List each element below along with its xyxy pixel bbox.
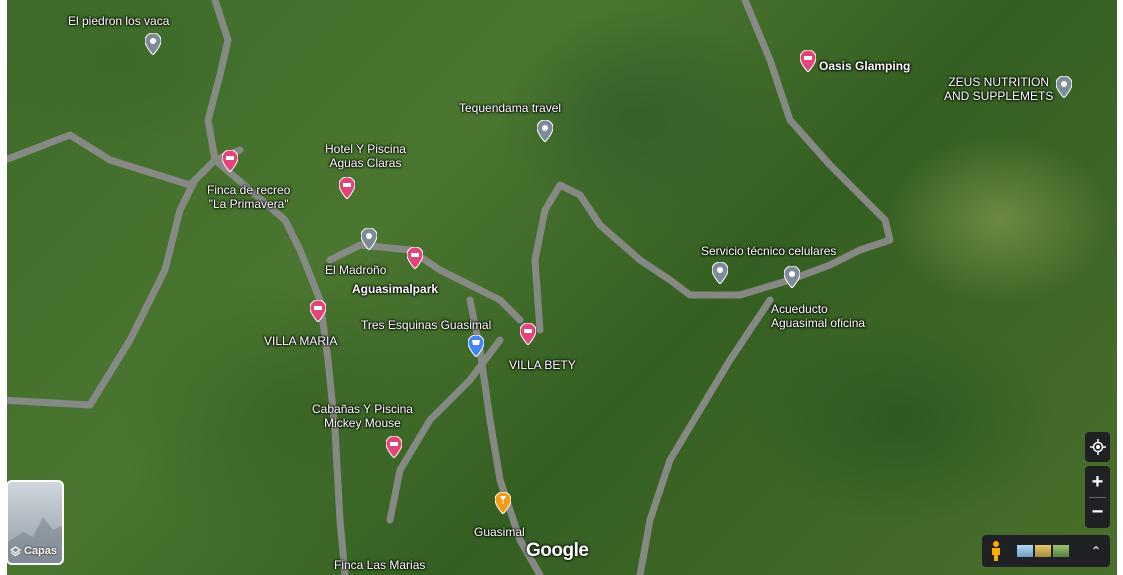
zoom-in-button[interactable]: + xyxy=(1091,470,1104,493)
my-location-icon xyxy=(1089,439,1106,455)
bed-icon xyxy=(804,56,812,60)
label-cabanas-line1: Cabañas Y Piscina xyxy=(312,402,413,416)
road-loop xyxy=(531,0,894,334)
road-acueducto-south xyxy=(636,296,774,575)
road-west xyxy=(0,131,244,189)
label-acueducto[interactable]: Acueducto Aguasimal oficina xyxy=(771,302,865,330)
hotel-pin[interactable] xyxy=(310,300,326,322)
label-finca-marias[interactable]: Finca Las Marias xyxy=(334,558,426,572)
road-cabanas xyxy=(386,336,504,524)
label-acueducto-line2: Aguasimal oficina xyxy=(771,316,866,330)
hotel-pin[interactable] xyxy=(407,247,423,269)
thumbnail-satellite[interactable] xyxy=(1053,545,1069,557)
town-pin[interactable] xyxy=(495,492,511,514)
layers-caption: Capas xyxy=(10,545,57,557)
label-zeus-line2: AND SUPPLEMETS xyxy=(944,89,1054,103)
label-cabanas-line2: Mickey Mouse xyxy=(324,416,401,430)
bed-icon xyxy=(314,306,322,310)
zoom-control: + − xyxy=(1085,466,1110,528)
label-zeus-line1: ZEUS NUTRITION xyxy=(948,75,1050,89)
bottom-toolbar: ⌃ xyxy=(982,535,1110,567)
road-north xyxy=(204,0,349,575)
label-villa-maria[interactable]: VILLA MARIA xyxy=(264,334,338,348)
label-oasis[interactable]: Oasis Glamping xyxy=(819,59,911,73)
label-tequendama[interactable]: Tequendama travel xyxy=(459,101,562,115)
place-pin[interactable] xyxy=(145,33,161,55)
bed-icon xyxy=(411,253,419,257)
shop-pin[interactable] xyxy=(468,335,484,357)
expand-chevron-icon[interactable]: ⌃ xyxy=(1090,544,1101,558)
label-madrono[interactable]: El Madroño xyxy=(325,263,387,277)
imagery-thumbnails[interactable] xyxy=(1017,545,1069,557)
pegman-icon[interactable] xyxy=(989,540,1003,562)
bed-icon xyxy=(343,183,351,187)
label-finca-line2: "La Primavera" xyxy=(208,197,289,211)
label-aguasimalpark[interactable]: Aguasimalpark xyxy=(352,282,439,296)
hotel-pin[interactable] xyxy=(222,150,238,172)
bed-icon xyxy=(390,442,398,446)
cart-icon xyxy=(472,340,480,345)
label-finca-primavera[interactable]: Finca de recreo "La Primavera" xyxy=(207,183,290,211)
label-servicio[interactable]: Servicio técnico celulares xyxy=(701,244,837,258)
thumbnail-map[interactable] xyxy=(1017,545,1033,557)
label-tres-esquinas[interactable]: Tres Esquinas Guasimal xyxy=(361,318,492,332)
hotel-pin[interactable] xyxy=(800,50,816,72)
terrain-thumbnail xyxy=(8,517,62,563)
hotel-pin[interactable] xyxy=(339,177,355,199)
thumbnail-terrain[interactable] xyxy=(1035,545,1051,557)
google-logo: Google xyxy=(526,540,589,561)
label-zeus[interactable]: ZEUS NUTRITION AND SUPPLEMETS xyxy=(944,75,1053,103)
label-piedron[interactable]: El piedron los vaca xyxy=(68,14,170,28)
label-finca-line1: Finca de recreo xyxy=(207,183,291,197)
zoom-divider xyxy=(1089,496,1106,498)
road-west-lower xyxy=(0,176,199,409)
my-location-button[interactable] xyxy=(1085,432,1110,462)
bed-icon xyxy=(226,156,234,160)
label-acueducto-line1: Acueducto xyxy=(771,302,828,316)
goblet-icon xyxy=(500,496,506,504)
label-villa-bety[interactable]: VILLA BETY xyxy=(509,358,576,372)
place-pin[interactable] xyxy=(784,266,800,288)
hotel-pin[interactable] xyxy=(386,436,402,458)
place-pin[interactable] xyxy=(361,228,377,250)
label-cabanas[interactable]: Cabañas Y Piscina Mickey Mouse xyxy=(312,402,413,430)
label-hotel-line1: Hotel Y Piscina xyxy=(325,142,406,156)
zoom-out-button[interactable]: − xyxy=(1091,500,1104,523)
label-hotel-aguas-claras[interactable]: Hotel Y Piscina Aguas Claras xyxy=(325,142,406,170)
place-pin[interactable] xyxy=(537,120,553,142)
layers-icon xyxy=(10,545,21,556)
layers-label: Capas xyxy=(24,545,58,557)
place-pin[interactable] xyxy=(712,262,728,284)
layers-button[interactable]: Capas xyxy=(6,480,64,565)
hotel-pin[interactable] xyxy=(520,323,536,345)
bed-icon xyxy=(524,329,532,333)
label-hotel-line2: Aguas Claras xyxy=(329,156,402,170)
label-guasimal[interactable]: Guasimal xyxy=(474,525,525,539)
place-pin[interactable] xyxy=(1056,76,1072,98)
road-madrono xyxy=(326,241,524,324)
